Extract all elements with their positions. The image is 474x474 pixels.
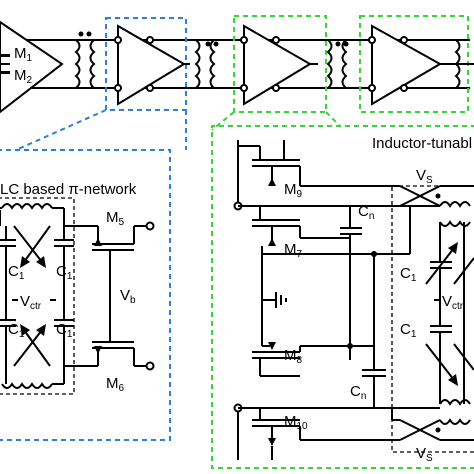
- cn-label-bottom: Cn: [350, 383, 366, 402]
- m6-label: M6: [106, 375, 125, 394]
- amplifier-4: [368, 24, 474, 106]
- m2-label: M2: [14, 67, 33, 86]
- inductor-tunable-detail: Inductor-tunabl M9 M7 C: [211, 125, 474, 469]
- m9-label: M9: [284, 181, 303, 200]
- cn-label-top: Cn: [358, 203, 374, 222]
- c1-label-right-bottom: C1: [400, 321, 417, 340]
- c1-label-top-left: C1: [8, 263, 25, 282]
- inductor-tunable-title: Inductor-tunabl: [372, 135, 472, 152]
- transformer-3: [326, 39, 349, 89]
- lc-network-title: LC based π-network: [0, 181, 137, 198]
- c1-label-top-right: C1: [56, 263, 73, 282]
- m10-label: M10: [284, 413, 308, 432]
- c1-label-right-top: C1: [400, 265, 417, 284]
- m1-label: M1: [14, 45, 33, 64]
- transformer-1: [74, 31, 96, 89]
- top-amplifier-chain: M1 M2: [0, 15, 474, 114]
- amplifier-2: [114, 24, 190, 106]
- m5-label: M5: [106, 209, 125, 228]
- c1-label-bottom-right: C1: [56, 321, 73, 340]
- vctr-label-right: Vctr: [442, 293, 464, 312]
- vs-label-top: VS: [416, 167, 433, 186]
- vctr-label: Vctr: [20, 293, 42, 312]
- green-highlight-box: [233, 15, 327, 113]
- vb-label: Vb: [120, 287, 136, 306]
- lc-pi-network-detail: LC based π-network: [0, 149, 171, 441]
- m7-label: M7: [284, 241, 303, 260]
- c1-label-bottom-left: C1: [8, 321, 25, 340]
- amplifier-3: [240, 24, 318, 106]
- transformer-2: [194, 39, 219, 89]
- vs-label-bottom: VS: [416, 445, 433, 464]
- m8-label: M8: [284, 347, 303, 366]
- input-stage: [0, 20, 64, 114]
